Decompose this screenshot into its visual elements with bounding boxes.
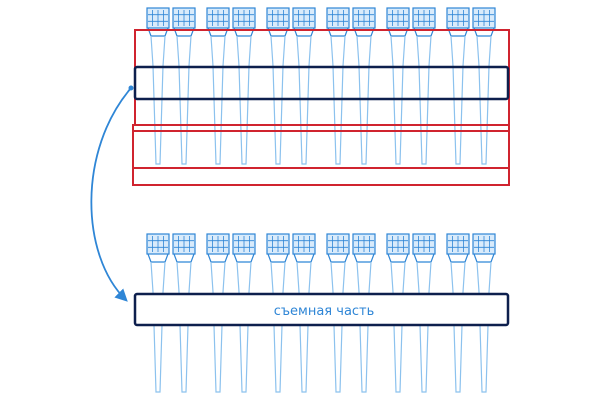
- pipette-tip: [206, 7, 230, 165]
- top-tip-row: [146, 7, 496, 165]
- pipette-tip: [146, 7, 170, 165]
- arrow-start-dot: [128, 85, 134, 91]
- pipette-tip: [146, 233, 170, 393]
- pipette-tip: [352, 233, 376, 393]
- bottom-assembly: съемная часть: [133, 233, 510, 393]
- pipette-tip: [172, 233, 196, 393]
- removable-part-label: съемная часть: [274, 304, 375, 319]
- pipette-tip: [292, 233, 316, 393]
- pipette-tip: [232, 233, 256, 393]
- pipette-tip: [446, 233, 470, 393]
- pipette-tip: [232, 7, 256, 165]
- removable-band-bottom: [133, 292, 510, 327]
- bottom-tip-row: [146, 233, 496, 393]
- pipette-tip: [266, 233, 290, 393]
- pipette-tip: [206, 233, 230, 393]
- rack-base: [132, 167, 510, 186]
- pipette-tip: [412, 233, 436, 393]
- top-assembly: [132, 7, 510, 186]
- pipette-tip: [446, 7, 470, 165]
- pipette-tip: [292, 7, 316, 165]
- pipette-tip: [172, 7, 196, 165]
- pipette-tip: [326, 7, 350, 165]
- pipette-tip: [266, 7, 290, 165]
- pipette-tip: [352, 7, 376, 165]
- pipette-tip: [386, 7, 410, 165]
- pipette-tip: [472, 7, 496, 165]
- pipette-tip: [472, 233, 496, 393]
- removal-arrow: [90, 87, 132, 302]
- pipette-tip: [326, 233, 350, 393]
- removable-band-top: [133, 65, 510, 101]
- pipette-tip: [412, 7, 436, 165]
- pipette-tip: [386, 233, 410, 393]
